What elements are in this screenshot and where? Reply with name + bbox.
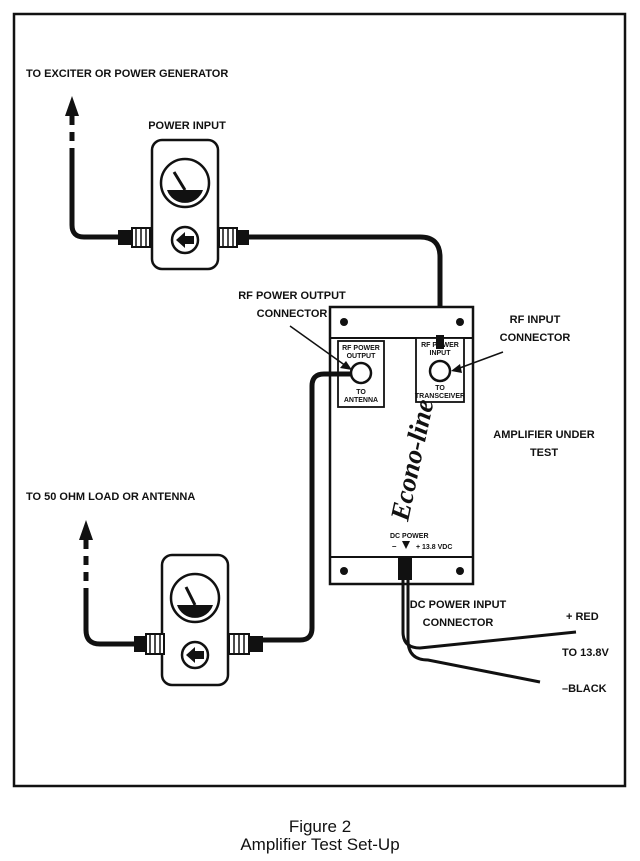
figure-number: Figure 2 xyxy=(288,817,352,836)
label-rf-input-2: CONNECTOR xyxy=(500,332,571,344)
label-rf-output-1: RF POWER OUTPUT xyxy=(238,290,346,302)
out-panel-text-3: TO xyxy=(356,389,366,396)
dc-text-3: + 13.8 VDC xyxy=(416,544,452,551)
amplifier-unit: RF POWER OUTPUT TO ANTENNA RF POWER INPU… xyxy=(328,305,475,586)
dc-power-arrow-icon xyxy=(402,541,410,549)
dc-text-1: DC POWER xyxy=(390,533,429,540)
label-amp-2: TEST xyxy=(530,447,558,459)
load-wattmeter xyxy=(134,553,263,687)
load-arrowhead xyxy=(79,520,93,540)
meter-needle xyxy=(172,171,187,191)
label-rf-input-1: RF INPUT xyxy=(510,314,561,326)
label-amp-1: AMPLIFIER UNDER xyxy=(493,429,595,441)
rf-input-plug xyxy=(436,335,444,349)
mount-hole xyxy=(456,567,464,575)
label-black: –BLACK xyxy=(562,683,607,695)
label-dc-input-1: DC POWER INPUT xyxy=(410,599,507,611)
label-exciter: TO EXCITER OR POWER GENERATOR xyxy=(26,68,228,80)
dc-text-2: – xyxy=(392,542,397,551)
meter-connector-right xyxy=(228,633,263,655)
label-red: + RED xyxy=(566,611,599,623)
rf-output-connector xyxy=(349,361,373,385)
rf-input-callout-arrow xyxy=(451,364,462,373)
in-panel-text-3: TO xyxy=(435,385,445,392)
dc-power-connector xyxy=(398,558,412,580)
mount-hole xyxy=(340,318,348,326)
mount-hole xyxy=(340,567,348,575)
out-panel-text-1: RF POWER xyxy=(342,345,380,352)
rf-output-callout-arrow xyxy=(340,361,352,370)
out-panel-text-2: OUTPUT xyxy=(347,353,377,360)
load-lead-cable xyxy=(83,590,136,647)
figure-title: Amplifier Test Set-Up xyxy=(240,835,400,854)
label-power-input: POWER INPUT xyxy=(148,120,226,132)
in-panel-text-4: TRANSCEIVER xyxy=(415,393,465,400)
rf-input-connector xyxy=(428,359,452,383)
rf-input-callout-line xyxy=(456,351,504,370)
label-load: TO 50 OHM LOAD OR ANTENNA xyxy=(26,491,195,503)
meter-connector-left xyxy=(118,227,151,248)
power-input-wattmeter xyxy=(118,138,249,271)
in-panel-text-2: INPUT xyxy=(430,350,452,357)
meter-needle xyxy=(184,586,197,606)
exciter-lead-cable xyxy=(69,150,120,240)
exciter-arrowhead xyxy=(65,96,79,116)
meter-connector-left xyxy=(134,633,165,655)
figure-frame xyxy=(12,12,627,788)
meter-to-amp-cable xyxy=(247,234,443,343)
label-dc-input-2: CONNECTOR xyxy=(423,617,494,629)
dc-cable-red xyxy=(401,580,577,650)
meter-connector-right xyxy=(218,227,249,248)
rf-output-callout-line xyxy=(289,325,347,367)
dc-cable-black xyxy=(406,580,541,684)
out-panel-text-4: ANTENNA xyxy=(344,397,378,404)
meter-to-amp-output-cable xyxy=(262,371,352,643)
mount-hole xyxy=(456,318,464,326)
label-rf-output-2: CONNECTOR xyxy=(257,308,328,320)
label-13-8v: TO 13.8V xyxy=(562,647,610,659)
